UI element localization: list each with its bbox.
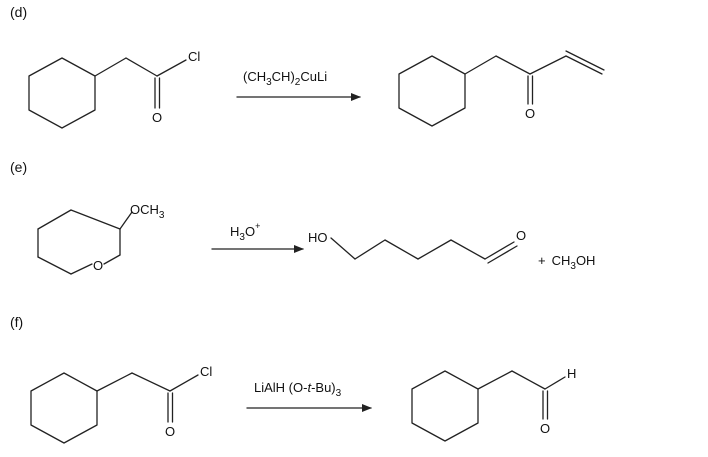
cyclohexane-ring [28, 57, 96, 129]
vinyl-double-bond [565, 55, 603, 75]
cyclohexane-ring [30, 372, 98, 444]
hydroxyl-group: HO [308, 230, 328, 245]
reaction-e-reactant: O OCH3 [37, 202, 165, 275]
reaction-d-product: O [398, 50, 605, 127]
ring-oxygen-atom: O [93, 258, 103, 273]
chlorine-atom: Cl [200, 364, 212, 379]
reaction-f-reagent: LiAlH (O-t-Bu)3 [254, 380, 342, 399]
chlorine-atom: Cl [188, 49, 200, 64]
aldehyde-double-bond [484, 241, 515, 260]
cyclohexane-ring [398, 55, 466, 127]
methoxy-group: OCH3 [130, 202, 165, 221]
oxygen-atom: O [516, 228, 526, 243]
reaction-d-reactant: Cl O [28, 49, 200, 129]
reaction-f-product: H O [411, 366, 576, 442]
oxygen-atom: O [540, 421, 550, 436]
cyclohexane-ring [411, 370, 479, 442]
oxygen-atom: O [165, 424, 175, 439]
reaction-e-byproduct: +CH3OH [538, 253, 595, 272]
reaction-e-label: (e) [10, 159, 27, 175]
reaction-e-product: HO O [308, 228, 526, 264]
reaction-d-label: (d) [10, 4, 27, 20]
reaction-e-reagent: H3O+ [230, 221, 260, 243]
hydrogen-atom: H [567, 366, 576, 381]
reaction-f-reactant: Cl O [30, 364, 212, 444]
oxygen-atom: O [152, 110, 162, 125]
oxygen-atom: O [525, 106, 535, 121]
reaction-f-label: (f) [10, 314, 23, 330]
reaction-d-reagent: (CH3CH)2CuLi [243, 69, 327, 88]
